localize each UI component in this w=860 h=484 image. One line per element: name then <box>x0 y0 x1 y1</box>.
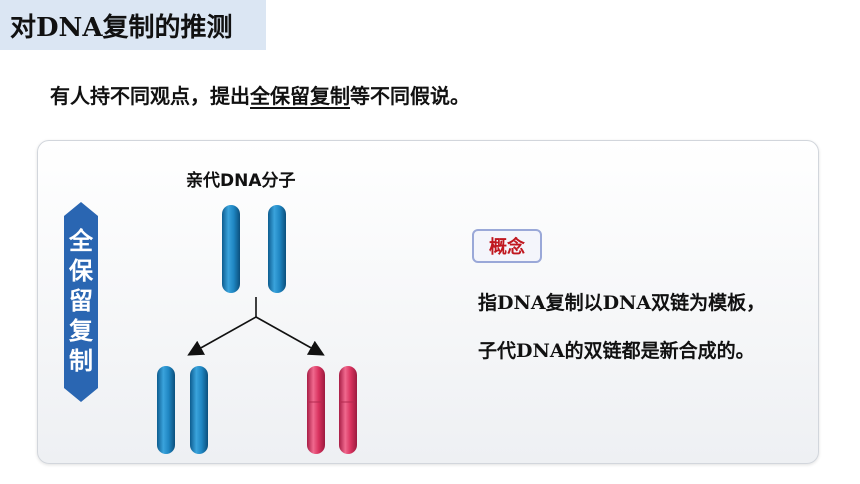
parent-strand-left <box>222 205 240 293</box>
intro-prefix: 有人持不同观点，提出 <box>50 84 250 108</box>
tag-characters: 全保留复制 <box>64 226 98 376</box>
intro-suffix: 等不同假说。 <box>350 84 470 108</box>
definition-line-2: 子代DNA的双链都是新合成的。 <box>478 340 755 362</box>
daughter1-strand-left <box>157 366 175 454</box>
definition-line-1: 指DNA复制以DNA双链为模板， <box>478 292 766 314</box>
tag-char: 制 <box>69 347 93 375</box>
tag-char: 全 <box>69 227 93 255</box>
split-arrows <box>187 297 325 356</box>
tag-char: 复 <box>69 317 93 345</box>
intro-text: 有人持不同观点，提出全保留复制等不同假说。 <box>50 80 470 109</box>
daughter2-strand-right <box>339 366 357 454</box>
tag-char: 保 <box>69 257 93 285</box>
concept-badge: 概念 <box>472 229 542 263</box>
parent-dna-label: 亲代DNA分子 <box>186 171 296 191</box>
replication-mode-tag: 全保留复制 <box>64 202 98 402</box>
daughter1-strand-right <box>190 366 208 454</box>
page-title: 对DNA复制的推测 <box>0 0 266 50</box>
parent-strand-right <box>268 205 286 293</box>
tag-char: 留 <box>69 287 93 315</box>
daughter2-strand-left <box>307 366 325 454</box>
intro-highlight: 全保留复制 <box>250 84 350 108</box>
